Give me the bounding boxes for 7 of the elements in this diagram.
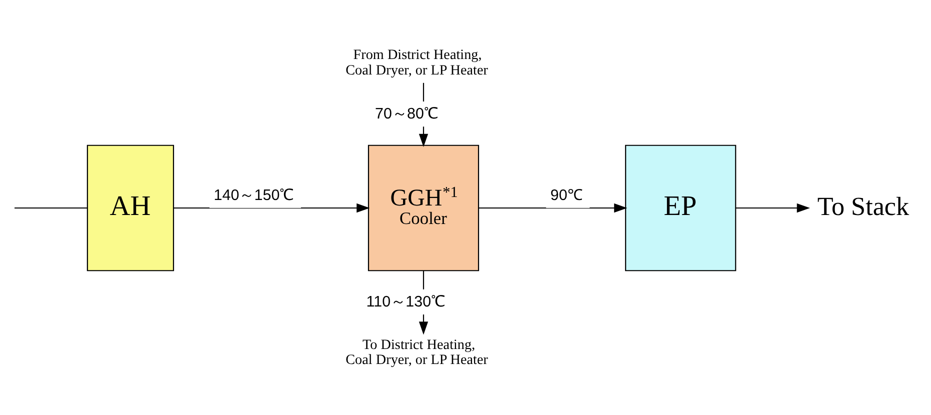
edge-label: 140～150℃ <box>213 186 294 204</box>
edge-label: 110～130℃ <box>366 293 445 310</box>
node-text: To Stack <box>816 191 909 220</box>
node-text: To District Heating, Coal Dryer, or LP Heater <box>345 336 488 368</box>
node-text: From District Heating, Coal Dryer, or LP Heater <box>345 46 488 78</box>
edge-label: 90℃ <box>550 186 582 204</box>
edge-label: 70～80℃ <box>374 105 438 122</box>
